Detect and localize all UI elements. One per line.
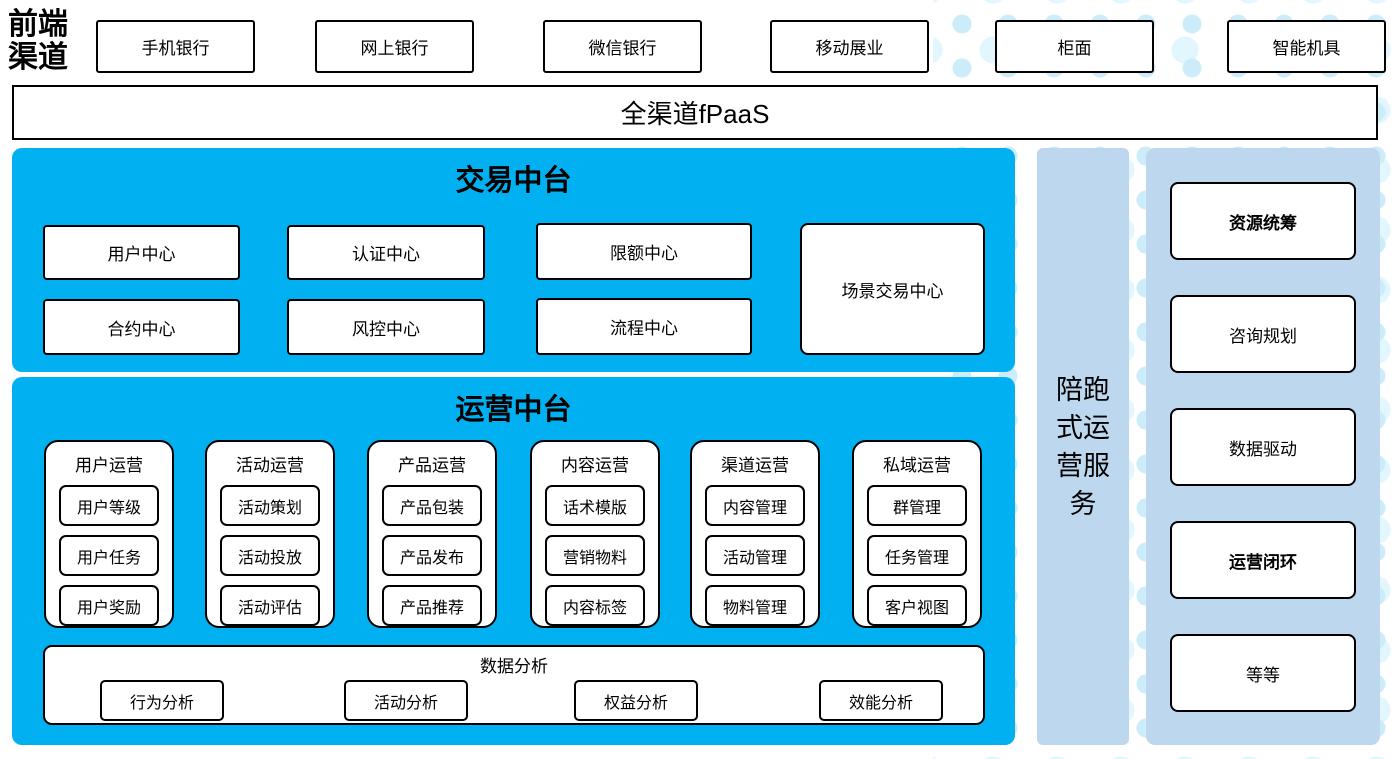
group-card-title: 内容运营 bbox=[561, 456, 629, 475]
analysis-box-efficiency: 效能分析 bbox=[819, 680, 943, 721]
group-card-title: 活动运营 bbox=[236, 456, 304, 475]
side-service-bar-label: 陪跑式运营服务 bbox=[1056, 374, 1110, 519]
service-box-resource-planning: 资源统筹 bbox=[1170, 182, 1356, 260]
service-box-consulting: 咨询规划 bbox=[1170, 295, 1356, 373]
analysis-box-behavior: 行为分析 bbox=[100, 680, 224, 721]
group-card-title: 用户运营 bbox=[75, 456, 143, 475]
group-item: 产品发布 bbox=[382, 535, 482, 576]
group-item: 任务管理 bbox=[867, 535, 967, 576]
group-item: 活动投放 bbox=[220, 535, 320, 576]
trade-platform-panel: 交易中台 用户中心 认证中心 限额中心 合约中心 风控中心 流程中心 场景交易中… bbox=[12, 148, 1015, 372]
group-item: 产品推荐 bbox=[382, 585, 482, 626]
operation-platform-title: 运营中台 bbox=[455, 394, 572, 426]
group-item: 活动策划 bbox=[220, 485, 320, 526]
front-channels-label: 前端渠道 bbox=[8, 8, 68, 74]
channel-box-online-banking: 网上银行 bbox=[315, 20, 474, 73]
group-card-title: 产品运营 bbox=[398, 456, 466, 475]
group-card-product-operation: 产品运营 产品包装 产品发布 产品推荐 bbox=[367, 440, 497, 628]
center-box-scene-trade: 场景交易中心 bbox=[800, 223, 985, 355]
group-item: 物料管理 bbox=[705, 585, 805, 626]
channel-box-counter: 柜面 bbox=[995, 20, 1154, 73]
right-service-panel: 资源统筹 咨询规划 数据驱动 运营闭环 等等 bbox=[1146, 148, 1380, 745]
service-box-etc: 等等 bbox=[1170, 634, 1356, 712]
service-box-data-driven: 数据驱动 bbox=[1170, 408, 1356, 486]
center-box-limit: 限额中心 bbox=[536, 223, 752, 280]
group-card-title: 渠道运营 bbox=[721, 456, 789, 475]
side-service-bar: 陪跑式运营服务 bbox=[1037, 148, 1129, 745]
group-item: 话术模版 bbox=[545, 485, 645, 526]
data-analysis-title: 数据分析 bbox=[480, 657, 548, 676]
center-box-process: 流程中心 bbox=[536, 298, 752, 355]
center-box-contract: 合约中心 bbox=[43, 299, 240, 355]
group-item: 内容管理 bbox=[705, 485, 805, 526]
group-card-user-operation: 用户运营 用户等级 用户任务 用户奖励 bbox=[44, 440, 174, 628]
group-card-activity-operation: 活动运营 活动策划 活动投放 活动评估 bbox=[205, 440, 335, 628]
fpaas-bar: 全渠道fPaaS bbox=[12, 85, 1378, 140]
group-item: 活动评估 bbox=[220, 585, 320, 626]
group-item: 内容标签 bbox=[545, 585, 645, 626]
center-box-auth: 认证中心 bbox=[287, 225, 485, 280]
operation-platform-panel: 运营中台 用户运营 用户等级 用户任务 用户奖励 活动运营 活动策划 活动投放 … bbox=[12, 377, 1015, 745]
group-item: 用户奖励 bbox=[59, 585, 159, 626]
trade-platform-title: 交易中台 bbox=[455, 165, 572, 197]
center-box-user: 用户中心 bbox=[43, 225, 240, 280]
channel-box-smart-devices: 智能机具 bbox=[1227, 20, 1386, 73]
channel-box-mobile-banking: 手机银行 bbox=[96, 20, 255, 73]
data-analysis-container: 数据分析 行为分析 活动分析 权益分析 效能分析 bbox=[43, 645, 985, 725]
group-item: 客户视图 bbox=[867, 585, 967, 626]
analysis-box-benefit: 权益分析 bbox=[574, 680, 698, 721]
group-item: 用户等级 bbox=[59, 485, 159, 526]
channel-box-mobile-outreach: 移动展业 bbox=[770, 20, 929, 73]
channel-box-wechat-banking: 微信银行 bbox=[543, 20, 702, 73]
group-card-channel-operation: 渠道运营 内容管理 活动管理 物料管理 bbox=[690, 440, 820, 628]
group-item: 活动管理 bbox=[705, 535, 805, 576]
group-item: 产品包装 bbox=[382, 485, 482, 526]
group-card-private-domain-operation: 私域运营 群管理 任务管理 客户视图 bbox=[852, 440, 982, 628]
center-box-risk: 风控中心 bbox=[287, 299, 485, 355]
service-box-operation-loop: 运营闭环 bbox=[1170, 521, 1356, 599]
group-card-title: 私域运营 bbox=[883, 456, 951, 475]
group-item: 营销物料 bbox=[545, 535, 645, 576]
group-item: 用户任务 bbox=[59, 535, 159, 576]
group-card-content-operation: 内容运营 话术模版 营销物料 内容标签 bbox=[530, 440, 660, 628]
group-item: 群管理 bbox=[867, 485, 967, 526]
analysis-box-activity: 活动分析 bbox=[344, 680, 468, 721]
